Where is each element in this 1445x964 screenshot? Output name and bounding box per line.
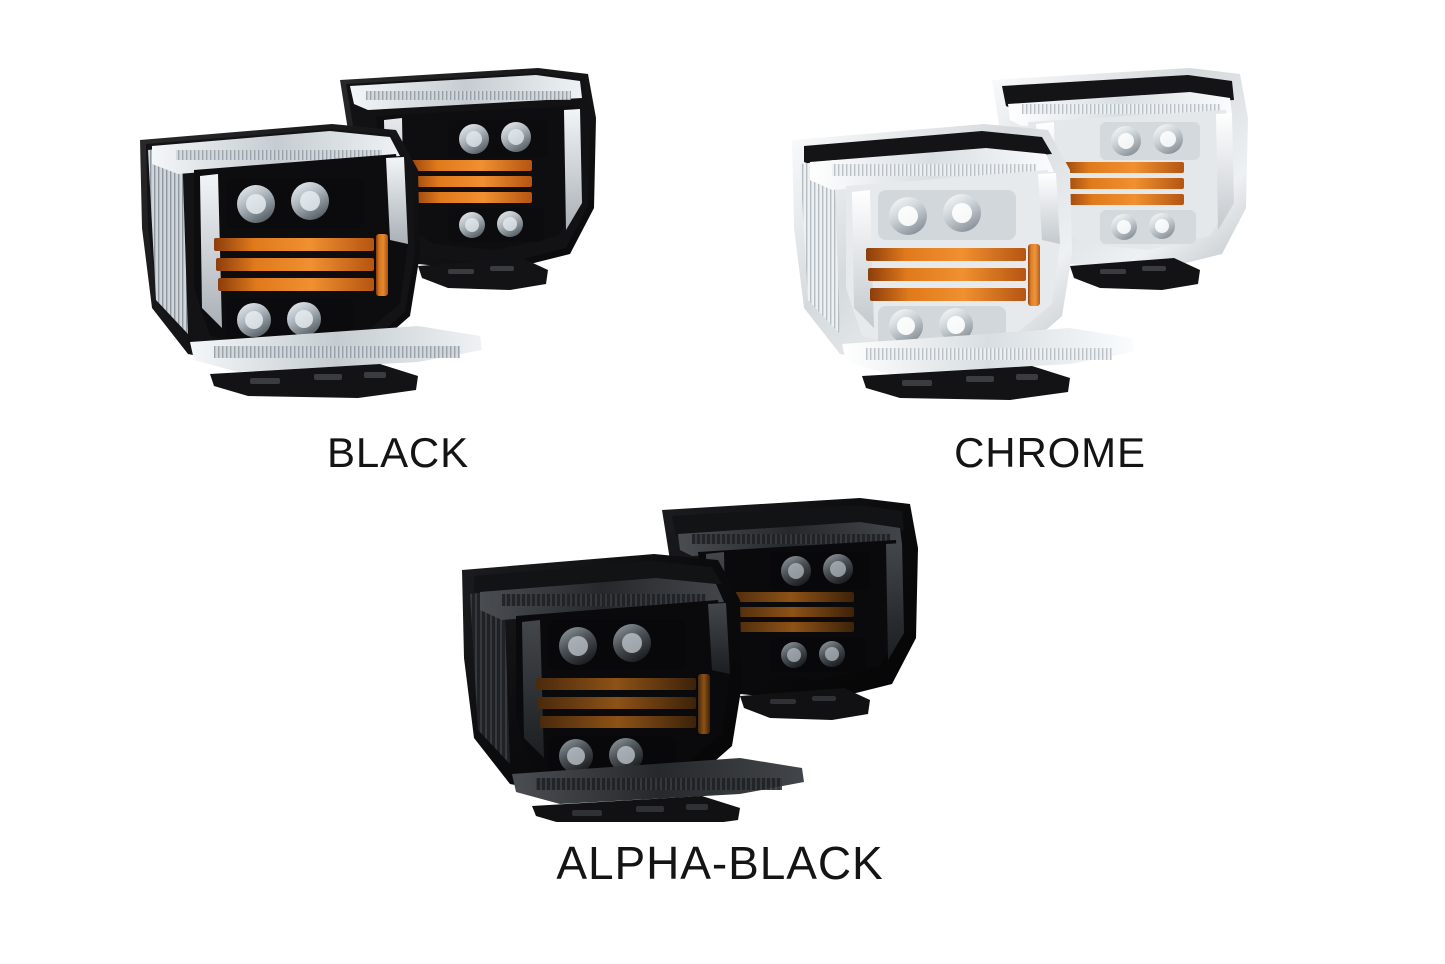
variant-image-black[interactable]	[118, 58, 678, 403]
headlight-pair-black	[118, 58, 678, 403]
projector-cluster-bottom-right	[1100, 210, 1196, 244]
turn-signal-strips-left	[536, 674, 710, 734]
headlight-left-chrome	[792, 124, 1134, 400]
turn-signal-strips-left	[214, 234, 388, 296]
turn-signal-strips-right	[406, 160, 532, 203]
headlight-pair-chrome-svg	[792, 68, 1248, 400]
projector-cluster-top-left	[226, 178, 364, 228]
turn-signal-strips-left	[866, 244, 1040, 306]
headlight-left-black	[140, 124, 482, 398]
caption-chrome: CHROME	[954, 429, 1146, 476]
projector-cluster-bottom-right	[770, 638, 866, 672]
projector-cluster-top-right	[448, 120, 548, 158]
headlight-pair-black-svg	[140, 68, 596, 398]
headlight-pair-alpha-black	[440, 492, 1000, 822]
projector-cluster-top-right	[770, 552, 870, 590]
turn-signal-strips-right	[728, 592, 854, 632]
caption-black: BLACK	[327, 429, 469, 476]
caption-alpha-black: ALPHA-BLACK	[556, 837, 884, 889]
headlight-pair-alpha-black-svg	[462, 498, 918, 822]
projector-cluster-bottom-left	[226, 298, 354, 342]
projector-cluster-top-left	[878, 190, 1016, 240]
headlight-left-alpha	[462, 554, 804, 822]
projector-cluster-top-left	[548, 620, 686, 670]
projector-cluster-bottom-right	[448, 208, 544, 242]
turn-signal-strips-right	[1058, 162, 1184, 205]
projector-cluster-top-right	[1100, 122, 1200, 160]
variant-image-alpha-black[interactable]	[440, 492, 1000, 822]
headlight-pair-chrome	[770, 58, 1330, 403]
variant-image-chrome[interactable]	[770, 58, 1330, 403]
